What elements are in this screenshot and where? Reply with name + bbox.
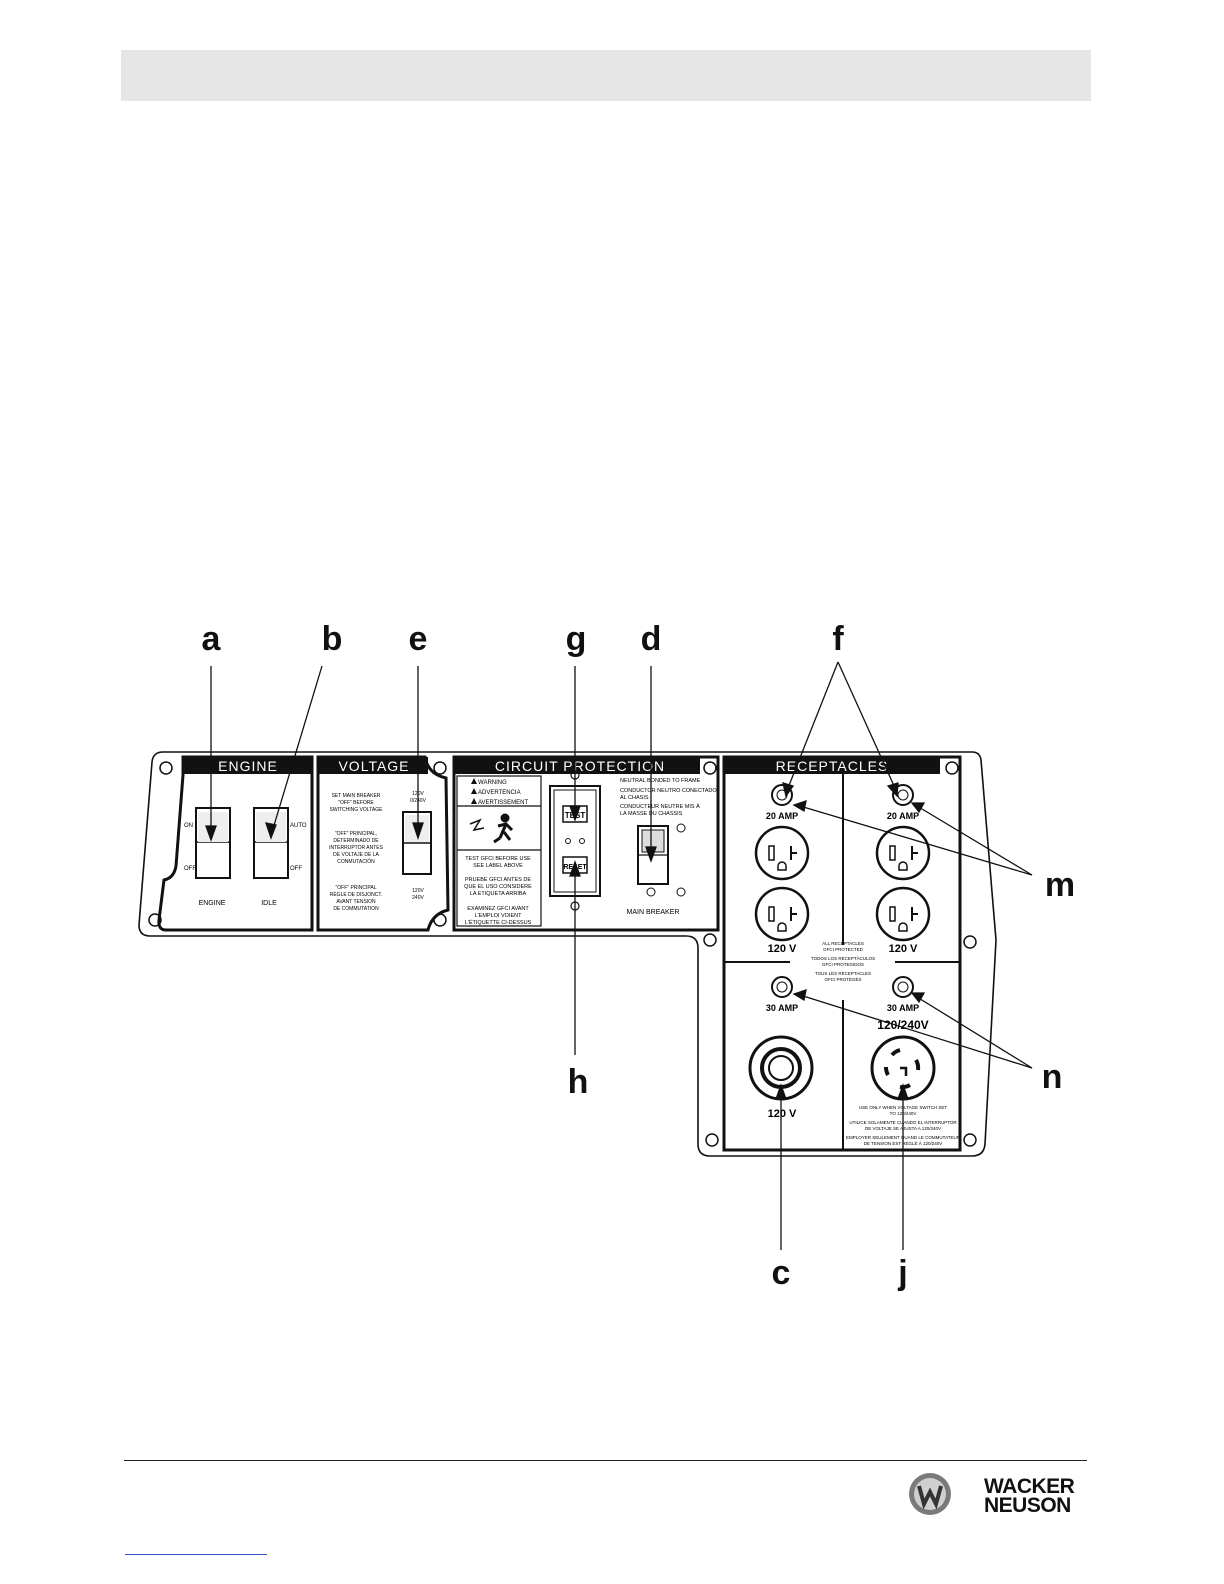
amp-rating-20-right: 20 AMP bbox=[887, 811, 919, 821]
idle-switch-off-label: OFF bbox=[290, 866, 302, 872]
gfci-note-en-1: TEST GFCI BEFORE USE bbox=[465, 856, 531, 862]
panel-plate bbox=[138, 751, 997, 1157]
amp-rating-30-right: 30 AMP bbox=[887, 1003, 919, 1013]
gfci-protected-note-4: GFCI PROTEGIDOS bbox=[822, 962, 864, 967]
duplex-receptacle-right bbox=[875, 825, 931, 942]
voltage-note-fr-4: DE COMMUTATION bbox=[333, 906, 379, 912]
receptacles-title-bar bbox=[724, 757, 940, 774]
page-header-bar bbox=[121, 50, 1091, 101]
voltage-title: VOLTAGE bbox=[338, 758, 409, 774]
main-breaker-label: MAIN BREAKER bbox=[627, 909, 680, 916]
voltage-note-es-5: CONMUTACIÓN bbox=[337, 858, 375, 865]
warning-label-es: ADVERTENCIA bbox=[478, 790, 521, 796]
engine-title-bar bbox=[183, 757, 312, 774]
engine-title: ENGINE bbox=[218, 758, 278, 774]
voltage-120-right: 120 V bbox=[889, 943, 918, 955]
warning-label-en: WARNING bbox=[478, 780, 507, 786]
circuit-title-bar bbox=[454, 757, 700, 774]
callout-e: e bbox=[409, 620, 428, 658]
callout-c: c bbox=[772, 1254, 791, 1292]
voltage-note-fr-1: "OFF" PRINCIPAL bbox=[336, 885, 377, 891]
circuit-protection-panel: CIRCUIT PROTECTION WARNING ADVERTENCIA A… bbox=[452, 755, 720, 932]
wacker-neuson-logo: WACKER NEUSON bbox=[906, 1470, 1096, 1524]
voltage-120-left: 120 V bbox=[768, 943, 797, 955]
circuit-title: CIRCUIT PROTECTION bbox=[495, 758, 665, 774]
gfci-note-es-3: LA ETIQUETA ARRIBA bbox=[470, 891, 527, 897]
gfci-protected-note-1: ALL RECEPTACLES bbox=[822, 941, 864, 946]
neutral-note-2: CONDUCTOR NEUTRO CONECTADO bbox=[620, 788, 717, 794]
gfci-protected-note-2: GFCI PROTECTED bbox=[823, 947, 864, 952]
callout-b: b bbox=[322, 620, 343, 658]
warning-triangle-icons bbox=[471, 778, 477, 804]
circuit-breaker-button-30a[interactable] bbox=[771, 976, 793, 998]
voltage-120-240: 120/240V bbox=[877, 1018, 928, 1032]
circuit-breaker-button-30a-twist[interactable] bbox=[892, 976, 914, 998]
engine-switch-off-label: OFF bbox=[184, 866, 196, 872]
voltage-note-fr-3: AVANT TENSION bbox=[336, 899, 376, 905]
warning-label-fr: AVERTISSEMENT bbox=[478, 800, 528, 806]
voltage-note-en-3: SWITCHING VOLTAGE bbox=[330, 807, 384, 813]
mounting-holes bbox=[148, 761, 977, 1147]
callout-n: n bbox=[1042, 1058, 1063, 1096]
engine-panel: ENGINE ON OFF ENGINE AUTO OFF IDLE bbox=[157, 755, 314, 932]
gfci-protected-note-5: TOUS LES RÉCEPTACLES bbox=[815, 970, 871, 976]
engine-switch[interactable] bbox=[195, 807, 231, 879]
idle-switch-label: IDLE bbox=[261, 900, 277, 907]
breaker-screws bbox=[646, 823, 686, 897]
neutral-note-1: NEUTRAL BONDED TO FRAME bbox=[620, 778, 701, 784]
neutral-note-3: AL CHASIS bbox=[620, 795, 649, 801]
callout-j: j bbox=[897, 1254, 907, 1292]
voltage-note-es-1: "OFF" PRINCIPAL, bbox=[335, 831, 377, 837]
gfci-note-es-1: PRUEBE GFCI ANTES DE bbox=[465, 877, 531, 883]
footer-divider bbox=[124, 1460, 1087, 1461]
wacker-neuson-emblem-icon bbox=[909, 1473, 951, 1515]
callout-a: a bbox=[202, 620, 222, 658]
gfci-note-fr-3: L'ÉTIQUETTE CI-DESSUS bbox=[465, 919, 532, 926]
voltage-pos-bottom-1: 120V bbox=[412, 888, 424, 894]
gfci-protected-note-3: TODOS LOS RECEPTÁCULOS bbox=[811, 955, 875, 961]
gfci-note-es-2: QUE EL USO CONSIDERE bbox=[464, 884, 532, 890]
brand-line-1: WACKER bbox=[984, 1475, 1075, 1498]
engine-switch-label: ENGINE bbox=[199, 900, 226, 907]
voltage-selector-switch[interactable] bbox=[402, 811, 432, 875]
voltage-note-en-1: SET MAIN BREAKER bbox=[332, 793, 381, 799]
neutral-note-4: CONDUCTEUR NEUTRE MIS À bbox=[620, 803, 700, 810]
gfci-protected-note-6: GFCI PROTÉGÉS bbox=[824, 976, 861, 982]
callout-h: h bbox=[568, 1063, 589, 1101]
gfci-note-en-2: SEE LABEL ABOVE bbox=[473, 863, 523, 869]
electrocution-hazard-icon bbox=[469, 813, 514, 844]
voltage-note-es-2: DETERMINADO DE bbox=[333, 838, 379, 844]
engine-switch-on-label: ON bbox=[184, 823, 193, 829]
amp-rating-20-left: 20 AMP bbox=[766, 811, 798, 821]
amp-rating-30-left: 30 AMP bbox=[766, 1003, 798, 1013]
footer-link-underline[interactable] bbox=[125, 1554, 267, 1555]
callout-m: m bbox=[1045, 866, 1075, 904]
callout-f: f bbox=[832, 620, 844, 658]
voltage-note-es-3: INTERRUPTOR ANTES bbox=[329, 845, 383, 851]
callout-g: g bbox=[566, 620, 587, 658]
voltage-120-twist: 120 V bbox=[768, 1108, 797, 1120]
receptacles-panel: RECEPTACLES 20 AMP 20 AMP 30 AMP 30 AMP bbox=[722, 755, 962, 1152]
brand-line-2: NEUSON bbox=[984, 1494, 1071, 1517]
voltage-note-es-4: DE VOLTAJE DE LA bbox=[333, 852, 379, 858]
gfci-note-fr-1: EXAMINEZ GFCI AVANT bbox=[467, 906, 529, 912]
receptacles-title: RECEPTACLES bbox=[776, 758, 889, 774]
gfci-note-fr-2: L'EMPLOI VOIENT bbox=[475, 913, 523, 919]
idle-switch-auto-label: AUTO bbox=[290, 823, 307, 829]
callout-d: d bbox=[641, 620, 662, 658]
voltage-panel: VOLTAGE SET MAIN BREAKER "OFF" BEFORE SW… bbox=[316, 755, 450, 932]
voltage-pos-bottom-2: 240V bbox=[412, 895, 424, 901]
idle-switch[interactable] bbox=[253, 807, 289, 879]
voltage-title-bar bbox=[318, 757, 428, 774]
duplex-receptacle-left bbox=[754, 825, 810, 942]
voltage-note-fr-2: RÈGLE DE DISJONCT. bbox=[330, 891, 383, 898]
voltage-note-en-2: "OFF" BEFORE bbox=[338, 800, 374, 806]
circuit-breaker-button-20a-right[interactable] bbox=[892, 784, 914, 806]
callout-leader-lines bbox=[205, 661, 1033, 1250]
